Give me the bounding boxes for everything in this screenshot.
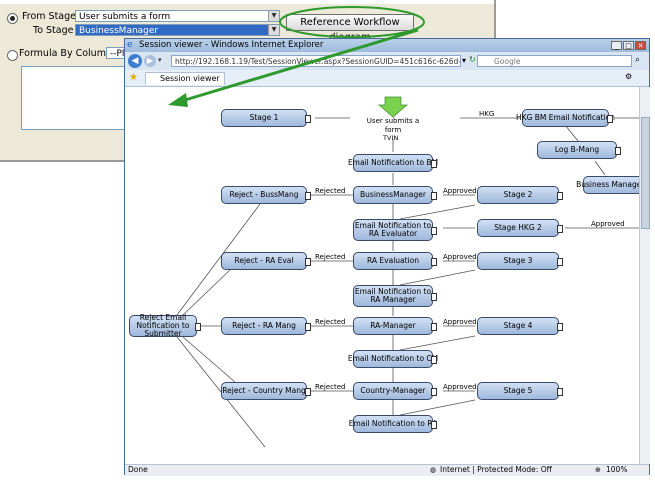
node-email-bm[interactable]: Email Notification to BM [348,154,438,172]
to-stage-label: To Stage [33,25,74,36]
hkg-label: HKG [479,110,495,118]
edge-label-rejected-4: Rejected [315,383,346,391]
start-arrow-icon [378,96,408,118]
address-field[interactable]: http://192.168.1.19/Test/SessionViewer.a… [171,55,461,67]
edge-label-rejected-2: Rejected [315,253,346,261]
node-country-manager[interactable]: Country-Manager [353,382,437,400]
node-hkg-bm-email[interactable]: HKG BM Email Notification [516,109,615,127]
node-stage-2[interactable]: Stage 2 [477,186,563,204]
tab-bar: ★ Session viewer ⚙ [125,70,649,87]
form-top-strip [0,0,494,4]
zoom-icon[interactable]: ⊕ [595,466,601,474]
forward-button[interactable]: ▶ [144,55,156,67]
maximize-button[interactable]: □ [623,41,634,50]
node-reject-busmang[interactable]: Reject - BussMang [221,186,311,204]
zoom-level[interactable]: 100% [606,465,628,474]
ie-title-bar: e Session viewer - Windows Internet Expl… [125,39,649,52]
start-label: User submits a form [366,117,420,134]
close-button[interactable]: ✕ [635,41,646,50]
zone-text: Internet | Protected Mode: Off [440,465,552,474]
formula-label: Formula By Columns [19,48,117,59]
edge-label-approved-4: Approved [443,383,477,391]
from-stage-value: User submits a form [79,12,171,22]
scrollbar-thumb[interactable] [641,117,650,229]
edge-label-rejected-3: Rejected [315,318,346,326]
formula-radio[interactable] [7,50,18,61]
formula-textarea[interactable] [21,66,127,130]
to-stage-value: BusinessManager [79,26,159,36]
to-stage-select[interactable]: BusinessManager ▼ [75,24,280,36]
node-stage-4[interactable]: Stage 4 [477,317,563,335]
vertical-scrollbar[interactable] [639,87,650,464]
reference-workflow-button[interactable]: Reference Workflow diagram [286,14,414,43]
chevron-down-icon: ▼ [268,11,279,21]
ie-logo-icon: e [127,40,133,50]
node-email-ra[interactable]: Email Notification to RA [349,415,437,433]
edge-label-approved-1: Approved [443,187,477,195]
node-email-ra-manager[interactable]: Email Notification to RA Manager [353,285,437,307]
minimize-button[interactable]: _ [611,41,622,50]
tvin-label: TVIN [383,134,399,142]
edge-label-approved-2: Approved [443,253,477,261]
globe-icon: ◍ [430,466,437,474]
workflow-diagram-canvas: User submits a form TVIN HKG Stage 1 HKG… [125,87,639,464]
node-business-manager-a[interactable]: Business Manager A [576,176,639,194]
from-stage-radio[interactable] [7,13,18,24]
from-stage-select[interactable]: User submits a form ▼ [75,10,280,22]
status-text: Done [128,465,148,474]
favorites-star-icon[interactable]: ★ [129,72,138,83]
node-stage-5[interactable]: Stage 5 [477,382,563,400]
window-title: Session viewer - Windows Internet Explor… [139,40,324,50]
node-reject-ra-eval[interactable]: Reject - RA Eval [221,252,311,270]
chevron-down-icon: ▼ [268,25,279,35]
refresh-icon[interactable]: ↻ [469,55,476,64]
node-log-bmang[interactable]: Log B-Mang [537,141,621,159]
node-stage-3[interactable]: Stage 3 [477,252,563,270]
status-bar: Done ◍ Internet | Protected Mode: Off ⊕ … [125,464,649,476]
node-email-cm[interactable]: Email Notification to CM [348,350,438,368]
node-ra-manager[interactable]: RA-Manager [353,317,437,335]
edge-label-approved-hkg: Approved [591,220,625,228]
address-dropdown-icon[interactable]: ▾ [462,56,467,65]
node-business-manager[interactable]: BusinessManager [353,186,437,204]
edge-label-rejected-1: Rejected [315,187,346,195]
address-bar-row: ◀ ▶ ▾ http://192.168.1.19/Test/SessionVi… [125,52,649,70]
history-chevron-icon[interactable]: ▾ [158,56,162,64]
from-stage-label: From Stage [22,11,77,22]
node-ra-evaluation[interactable]: RA Evaluation [353,252,437,270]
workflow-connectors [176,96,639,448]
node-stage-hkg-2[interactable]: Stage HKG 2 [477,219,563,237]
tab-session-viewer[interactable]: Session viewer [145,72,225,85]
search-icon[interactable]: ⌕ [635,55,641,65]
page-menu-icon[interactable]: ⚙ [625,72,633,81]
node-email-ra-evaluator[interactable]: Email Notification to RA Evaluator [353,219,437,241]
search-input[interactable]: Google [477,55,632,67]
back-button[interactable]: ◀ [128,54,142,68]
node-stage-1[interactable]: Stage 1 [221,109,311,127]
node-reject-email-submitter[interactable]: Reject Email Notification to Submitter [129,314,201,338]
edge-label-approved-3: Approved [443,318,477,326]
formula-select[interactable]: --Pl [106,47,126,59]
ie-window: e Session viewer - Windows Internet Expl… [124,38,650,476]
node-reject-ra-mang[interactable]: Reject - RA Mang [221,317,311,335]
node-reject-country-mang[interactable]: Reject - Country Mang [221,382,311,400]
